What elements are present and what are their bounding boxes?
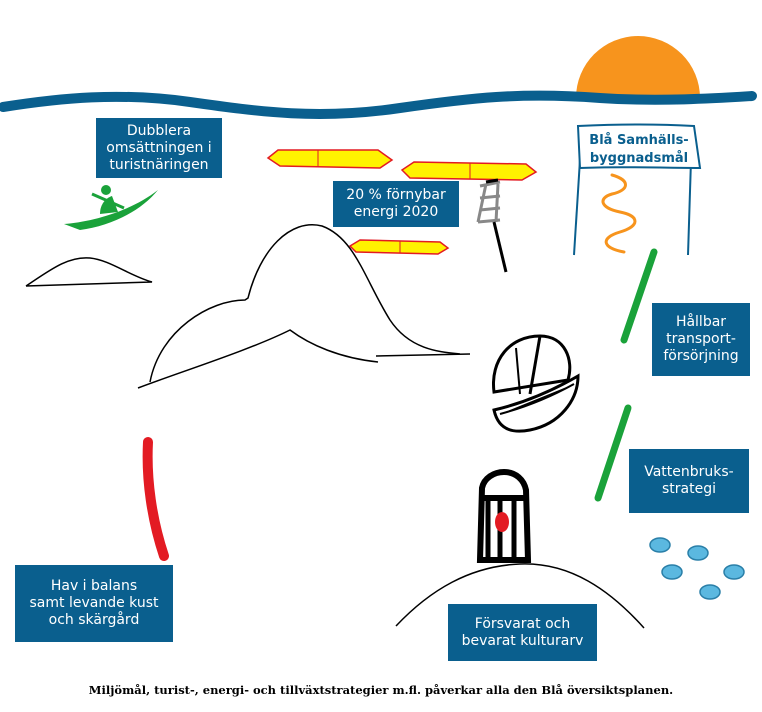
channel-marker (476, 178, 508, 273)
lighthouse (476, 468, 532, 563)
aquaculture-fish (649, 537, 745, 600)
caption: Miljömål, turist-, energi- och tillväxts… (88, 683, 674, 697)
sign-line-2: byggnadsmål (590, 151, 688, 166)
small-island (25, 257, 153, 287)
green-bar-lower (594, 404, 632, 502)
wind-farm-1 (266, 149, 394, 169)
label-havibalans: Hav i balans samt levande kust och skärg… (15, 565, 173, 642)
label-hallbar: Hållbar transport- försörjning (652, 303, 750, 376)
hill-large (149, 224, 461, 383)
sailboat (492, 334, 580, 433)
sun-reflection-squiggle (601, 173, 637, 254)
label-vattenbruk: Vattenbruks- strategi (629, 449, 749, 513)
kayak-paddler (64, 185, 158, 230)
hill-left-slope (137, 329, 379, 389)
lighthouse-hill (395, 563, 645, 629)
label-fornybar: 20 % förnybar energi 2020 (333, 181, 459, 227)
wind-farm-3 (348, 239, 450, 255)
green-bar-upper (620, 248, 658, 344)
label-dubblera: Dubblera omsättningen i turistnäringen (96, 118, 222, 178)
label-forsvarat: Försvarat och bevarat kulturarv (448, 604, 597, 661)
hill-base-line (375, 353, 471, 357)
sign-arch: Blå Samhälls- byggnadsmål (573, 123, 702, 256)
red-bar (142, 437, 169, 561)
sea-horizon-wave (0, 90, 757, 119)
wind-farm-2 (400, 161, 538, 181)
sun (576, 36, 700, 98)
sign-line-1: Blå Samhälls- (589, 133, 688, 148)
